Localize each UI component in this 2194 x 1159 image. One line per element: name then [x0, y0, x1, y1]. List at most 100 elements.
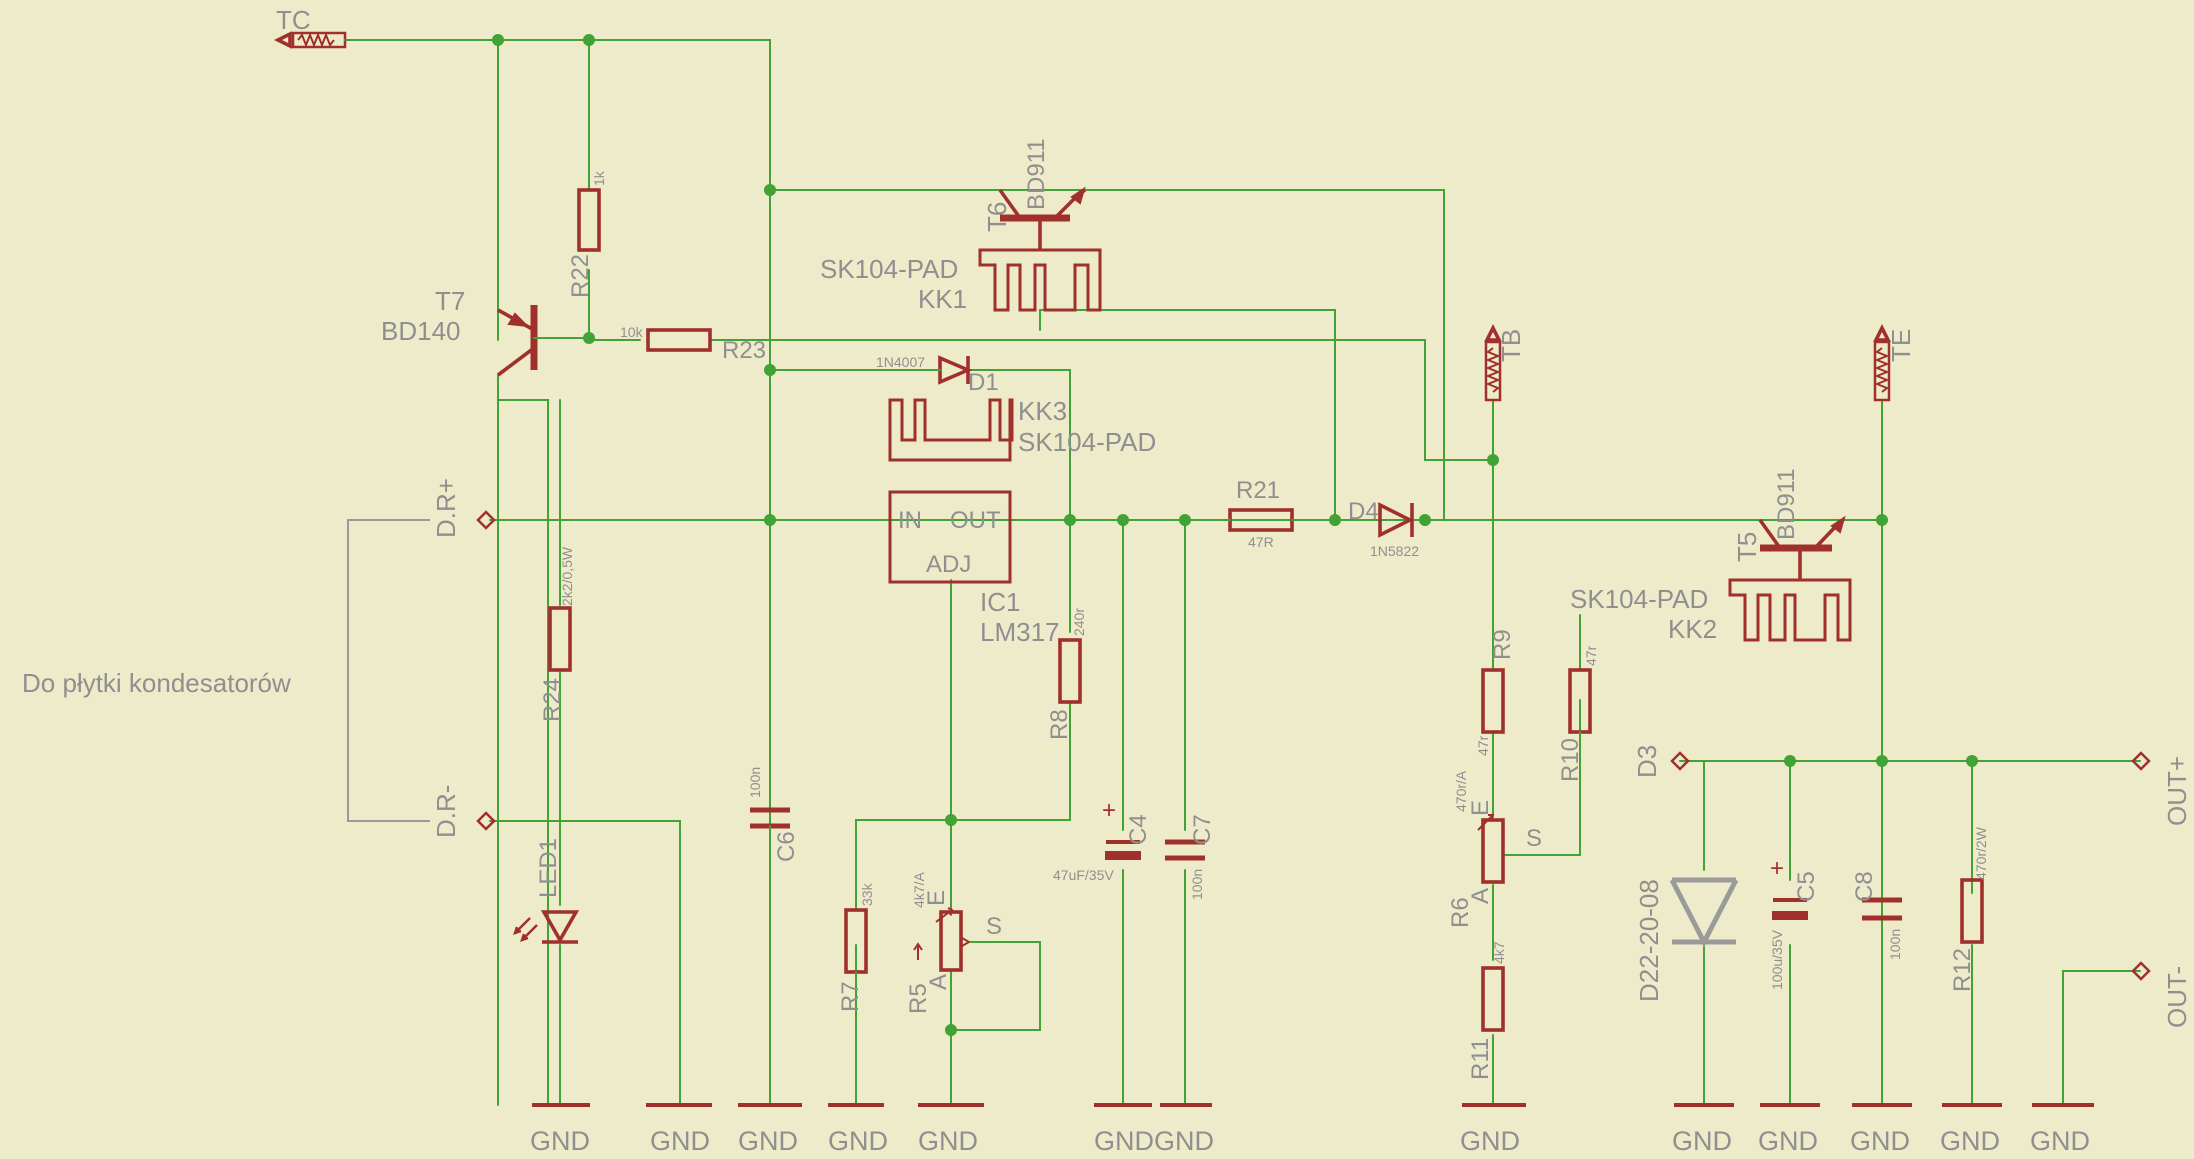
gnd-label: GND [1154, 1126, 1214, 1156]
label-r12-name: R12 [1949, 948, 1976, 992]
r8-resistor [1058, 638, 1082, 704]
label-r21-value: 47R [1248, 534, 1274, 550]
gnd-label: GND [1758, 1126, 1818, 1156]
kk2-heatsink [1728, 578, 1852, 642]
gnd-label: GND [738, 1126, 798, 1156]
label-t6-name: T6 [982, 202, 1012, 232]
label-side-note: Do płytki kondesatorów [22, 668, 291, 698]
label-r23-name: R23 [722, 337, 766, 364]
label-c7-name: C7 [1189, 814, 1216, 845]
tb-connector [1484, 323, 1502, 402]
label-d1-value: 1N4007 [876, 354, 925, 370]
d3-pad [1670, 751, 1690, 771]
kk3-heatsink [888, 398, 1014, 462]
label-c7-value: 100n [1189, 869, 1205, 900]
label-c6-value: 100n [747, 767, 763, 798]
r5-potentiometer [913, 907, 970, 972]
label-r24-value: 2k2/0,5W [559, 546, 575, 606]
label-t6-value: BD911 [1023, 138, 1050, 210]
label-kk2-pkg: SK104-PAD [1570, 584, 1708, 614]
gnd-label: GND [650, 1126, 710, 1156]
c5-capacitor [1772, 898, 1808, 920]
label-r22-value: 1k [591, 170, 607, 186]
label-r8-name: R8 [1046, 709, 1073, 740]
label-r24-name: R24 [539, 678, 566, 722]
label-r5-value: 4k7/A [911, 872, 927, 908]
label-c8-value: 100n [1887, 929, 1903, 960]
label-d3-value: D22-20-08 [1634, 879, 1664, 1002]
label-c5-plus: + [1770, 855, 1784, 882]
label-r6-s: S [1526, 825, 1542, 852]
label-c5-name: C5 [1793, 871, 1820, 902]
gnd-label: GND [828, 1126, 888, 1156]
gnd-label: GND [1940, 1126, 2000, 1156]
label-r12-value: 470r/2W [1973, 826, 1989, 880]
gnd-label: GND [530, 1126, 590, 1156]
label-out-plus: OUT+ [2162, 756, 2192, 826]
label-kk3-pkg: SK104-PAD [1018, 427, 1156, 457]
label-kk1-pkg: SK104-PAD [820, 254, 958, 284]
dr-plus-pad [476, 510, 496, 530]
junction-dots [492, 34, 1978, 1036]
label-t5-value: BD911 [1773, 468, 1800, 540]
label-d1-name: D1 [968, 369, 999, 396]
gnd-label: GND [1672, 1126, 1732, 1156]
r23-resistor [646, 328, 712, 352]
out-plus-pad [2131, 751, 2151, 771]
out-minus-pad [2131, 961, 2151, 981]
label-r10-value: 47r [1583, 645, 1599, 666]
label-r5-e: E [923, 890, 950, 906]
d1-diode [924, 355, 973, 385]
led1-diode [513, 910, 580, 944]
label-kk3-name: KK3 [1018, 396, 1067, 426]
label-t7-value: BD140 [381, 316, 461, 346]
label-r6-a: A [1467, 888, 1494, 904]
label-ic1-adj: ADJ [926, 551, 971, 578]
label-c5-value: 100u/35V [1769, 929, 1785, 990]
label-r5-s: S [986, 913, 1002, 940]
gnd-label: GND [1094, 1126, 1154, 1156]
label-c4-name: C4 [1125, 814, 1152, 845]
r12-resistor [1960, 878, 1984, 944]
label-r7-name: R7 [837, 981, 864, 1012]
label-r21-name: R21 [1236, 477, 1280, 504]
r22-resistor [577, 188, 601, 252]
r6-potentiometer [1477, 814, 1505, 884]
label-r23-value: 10k [620, 324, 644, 340]
label-r7-value: 33k [859, 882, 875, 906]
label-c4-value: 47uF/35V [1053, 867, 1114, 883]
d4-diode [1378, 502, 1415, 538]
t5-transistor [1758, 515, 1846, 580]
label-dr-plus: D.R+ [431, 478, 461, 538]
label-ic1-value: LM317 [980, 617, 1060, 647]
label-kk1-name: KK1 [918, 284, 967, 314]
label-d4-value: 1N5822 [1370, 543, 1419, 559]
label-d3-name: D3 [1632, 745, 1662, 778]
r11-resistor [1481, 966, 1505, 1032]
label-r5-name: R5 [905, 983, 932, 1014]
label-ic1-name: IC1 [980, 587, 1020, 617]
label-r22-name: R22 [567, 254, 594, 298]
t6-transistor [998, 186, 1087, 250]
gnd-label: GND [2030, 1126, 2090, 1156]
te-connector [1873, 323, 1891, 402]
kk1-heatsink [978, 248, 1102, 312]
label-tc: TC [276, 5, 311, 35]
dr-minus-pad [476, 811, 496, 831]
label-tb: TB [1496, 329, 1526, 362]
label-led1-name: LED1 [535, 838, 562, 898]
d3-diode [1669, 877, 1739, 948]
label-r5-a: A [925, 974, 952, 990]
label-r11-value: 4k7 [1491, 941, 1507, 964]
label-c6-name: C6 [773, 831, 800, 862]
label-t7-name: T7 [435, 286, 465, 316]
tc-connector [273, 31, 373, 49]
label-te: TE [1886, 329, 1916, 362]
r24-resistor [548, 606, 572, 672]
label-r9-name: R9 [1489, 629, 1516, 660]
label-r6-value: 470r/A [1453, 770, 1469, 812]
gnd-label: GND [918, 1126, 978, 1156]
r9-resistor [1481, 668, 1505, 734]
label-r6-e: E [1467, 800, 1494, 816]
c7-capacitor [1165, 839, 1205, 861]
